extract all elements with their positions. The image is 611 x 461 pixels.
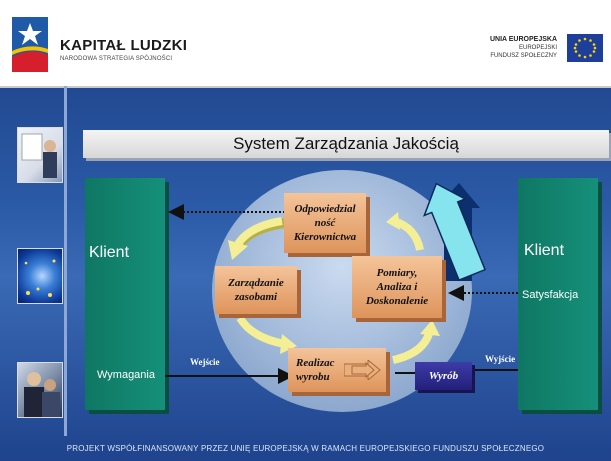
resources-line1: Zarządzanie [228,277,284,289]
client-right-block: Klient Satysfakcja [518,178,598,410]
eu-line2: EUROPEJSKI [518,45,557,51]
realization-text: Realizac wyrobu [296,356,335,384]
kapital-ludzki-logo [12,17,48,72]
management-line1: Odpowiedzial [294,203,356,215]
eu-flag-icon [567,34,603,62]
management-line3: Kierownictwa [293,231,357,243]
product-box: Wyrób [415,362,472,390]
management-text: Odpowiedzial ność Kierownictwa [294,202,356,244]
diagram-title-bar: System Zarządzania Jakością [83,130,609,158]
realization-arrow-icon [344,360,381,380]
eu-text-block: UNIA EUROPEJSKA EUROPEJSKI FUNDUSZ SPOŁE… [490,36,557,60]
flow-arrow-3 [392,328,434,364]
footer-text: PROJEKT WSPÓŁFINANSOWANY PRZEZ UNIĘ EURO… [66,444,545,453]
output-label: Wyjście [485,354,516,364]
eu-line1: UNIA EUROPEJSKA [489,36,557,43]
realization-line1: Realizac [296,357,335,369]
measurement-line3: Doskonalenie [365,295,429,307]
improvement-arrow [423,182,487,282]
box-measurement-analysis: Pomiary, Analiza i Doskonalenie [352,256,442,318]
measurement-line2: Analiza i [376,281,418,293]
management-line2: ność [314,217,336,229]
flow-arrowhead-3 [420,320,440,336]
measurement-line1: Pomiary, [376,267,418,279]
realization-line2: wyrobu [296,371,330,383]
flow-arrow-2 [236,315,286,348]
box-product-realization: Realizac wyrobu [288,348,386,392]
presenter-photo [17,127,63,183]
diagram-title: System Zarządzania Jakością [233,134,459,153]
satisfaction-label: Satysfakcja [522,289,579,301]
requirements-label: Wymagania [97,369,155,381]
input-label: Wejście [190,357,220,367]
eu-stars-photo [17,248,63,304]
client-right-label: Klient [524,242,565,259]
flow-arrowhead-1 [228,240,248,260]
box-management-responsibility: Odpowiedzial ność Kierownictwa [284,193,366,253]
client-left-block: Klient Wymagania [85,178,165,410]
measurement-text: Pomiary, Analiza i Doskonalenie [366,266,428,308]
side-divider [64,86,67,436]
program-title: KAPITAŁ LUDZKI [60,37,188,54]
client-left-label: Klient [89,244,130,261]
box-resource-management: Zarządzanie zasobami [215,266,297,314]
business-people-photo [17,362,63,418]
star-logo-icon [12,17,48,72]
program-subtitle: NARODOWA STRATEGIA SPÓJNOŚCI [60,56,173,62]
eu-line3: FUNDUSZ SPOŁECZNY [490,53,557,59]
header: KAPITAŁ LUDZKI NARODOWA STRATEGIA SPÓJNO… [0,0,611,88]
flow-arrowhead-2 [280,334,297,354]
flow-arrow-1 [234,217,283,247]
resources-text: Zarządzanie zasobami [228,276,284,304]
resources-line2: zasobami [234,291,278,303]
flow-arrowhead-4 [386,212,400,230]
